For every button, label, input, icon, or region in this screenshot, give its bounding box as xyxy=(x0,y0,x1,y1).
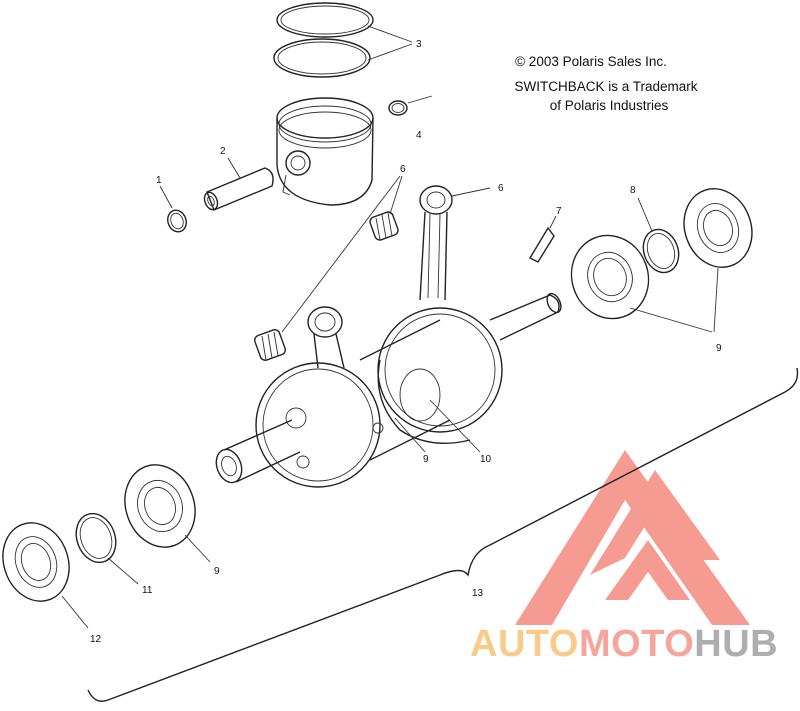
copyright-notice: © 2003 Polaris Sales Inc. SWITCHBACK is … xyxy=(514,54,697,113)
woodruff-key xyxy=(529,215,557,263)
callout-labels: 1 2 3 4 6 6 7 8 9 9 9 10 11 12 13 xyxy=(90,39,722,645)
copyright-line-3: of Polaris Industries xyxy=(550,98,669,113)
connecting-rod-upper xyxy=(419,185,491,301)
callout-12: 12 xyxy=(90,634,102,645)
piston xyxy=(276,97,374,206)
callout-11: 11 xyxy=(142,585,153,596)
callout-7: 7 xyxy=(556,206,562,217)
crank-seal-right xyxy=(683,188,753,333)
crank-bearing-right xyxy=(570,234,713,333)
crank-seal-left xyxy=(2,522,89,629)
callout-4: 4 xyxy=(416,130,422,141)
callout-2: 2 xyxy=(220,146,226,157)
callout-6-rod: 6 xyxy=(498,183,504,194)
callout-1: 1 xyxy=(156,175,162,186)
callout-3: 3 xyxy=(416,39,422,50)
callout-10: 10 xyxy=(480,454,492,465)
callout-9-center: 9 xyxy=(423,454,429,465)
callout-8: 8 xyxy=(630,185,636,196)
watermark-wordmark: AUTOMOTOHUB xyxy=(470,623,778,665)
o-ring-right xyxy=(637,197,680,274)
callout-6-bearing: 6 xyxy=(400,164,406,175)
callout-13: 13 xyxy=(472,588,484,599)
o-ring-left xyxy=(75,512,139,585)
wrist-pin xyxy=(203,157,274,211)
callout-9-left: 9 xyxy=(214,566,220,577)
watermark-logo-icon xyxy=(515,450,750,625)
crankshaft xyxy=(215,292,562,488)
watermark-auto: AUTOMOTOHUB xyxy=(470,623,778,665)
copyright-line-1: © 2003 Polaris Sales Inc. xyxy=(515,54,667,69)
circlip-left xyxy=(159,185,187,233)
crank-bearing-left xyxy=(124,464,211,563)
needle-bearing-upper xyxy=(369,175,403,241)
piston-rings xyxy=(273,2,413,78)
circlip xyxy=(388,95,433,116)
copyright-line-2: SWITCHBACK is a Trademark xyxy=(514,79,697,94)
needle-bearing-lower xyxy=(254,175,401,361)
assembly-brace xyxy=(87,367,799,702)
callout-9-right: 9 xyxy=(716,343,722,354)
